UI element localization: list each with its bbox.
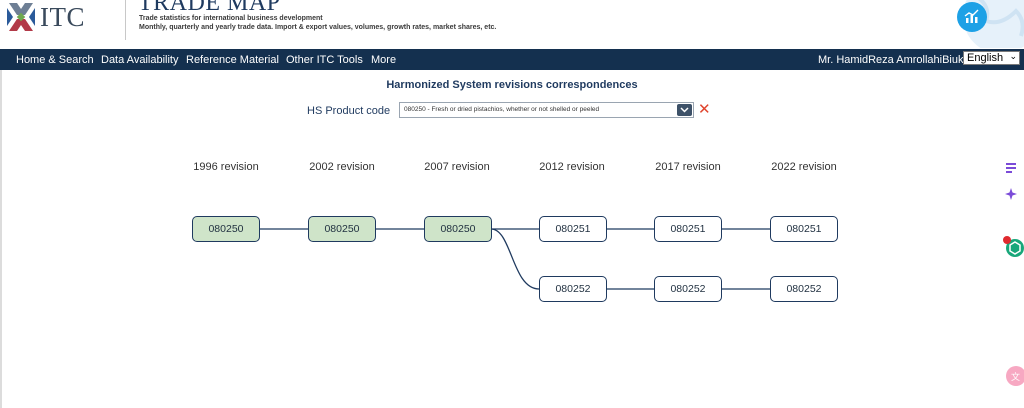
revision-2017-label: 2017 revision bbox=[655, 161, 721, 173]
hs-product-label: HS Product code bbox=[307, 105, 391, 117]
revision-2007-label: 2007 revision bbox=[424, 161, 490, 173]
revision-2022-label: 2022 revision bbox=[771, 161, 837, 173]
chevron-down-icon: ⌄ bbox=[1009, 51, 1017, 61]
nav-more[interactable]: More bbox=[371, 54, 397, 66]
language-select[interactable]: English ⌄ bbox=[963, 51, 1020, 65]
hexagon-icon[interactable] bbox=[1002, 236, 1024, 258]
dropdown-button[interactable] bbox=[677, 104, 692, 116]
code-node-2022-a[interactable]: 080251 bbox=[770, 216, 838, 242]
nav-other-itc-tools[interactable]: Other ITC Tools bbox=[286, 54, 363, 66]
code-node-2012-b[interactable]: 080252 bbox=[539, 276, 607, 302]
hs-product-value: 080250 - Fresh or dried pistachios, whet… bbox=[404, 106, 600, 113]
code-node-2012-a[interactable]: 080251 bbox=[539, 216, 607, 242]
app-title[interactable]: TRADE MAP bbox=[138, 0, 281, 16]
code-node-2017-b[interactable]: 080252 bbox=[654, 276, 722, 302]
revision-2002-label: 2002 revision bbox=[309, 161, 375, 173]
nav-data-availability[interactable]: Data Availability bbox=[101, 54, 179, 66]
svg-text:文: 文 bbox=[1011, 371, 1020, 383]
code-node-1996[interactable]: 080250 bbox=[192, 216, 260, 242]
itc-logo-icon[interactable] bbox=[4, 0, 38, 34]
revision-2012-label: 2012 revision bbox=[539, 161, 605, 173]
close-icon[interactable]: ✕ bbox=[698, 101, 711, 118]
list-icon[interactable] bbox=[1003, 160, 1019, 176]
header: ITC TRADE MAP Trade statistics for inter… bbox=[0, 0, 1024, 48]
chart-icon[interactable] bbox=[957, 2, 987, 32]
app-subtitle-2: Monthly, quarterly and yearly trade data… bbox=[139, 24, 497, 31]
hs-product-select[interactable]: 080250 - Fresh or dried pistachios, whet… bbox=[399, 102, 694, 118]
revision-1996-label: 1996 revision bbox=[193, 161, 259, 173]
chevron-down-icon bbox=[680, 107, 689, 113]
nav-home-search[interactable]: Home & Search bbox=[16, 54, 94, 66]
header-divider bbox=[125, 0, 126, 40]
main-navbar: Home & Search Data Availability Referenc… bbox=[0, 49, 1024, 70]
sparkle-icon[interactable] bbox=[1003, 186, 1019, 202]
translate-icon[interactable]: 文 bbox=[1004, 366, 1024, 386]
user-name: Mr. HamidReza AmrollahiBiuki bbox=[818, 54, 966, 66]
itc-wordmark[interactable]: ITC bbox=[40, 2, 85, 32]
language-value: English bbox=[967, 52, 1004, 64]
code-node-2022-b[interactable]: 080252 bbox=[770, 276, 838, 302]
code-node-2007[interactable]: 080250 bbox=[424, 216, 492, 242]
app-subtitle-1: Trade statistics for international busin… bbox=[139, 15, 323, 22]
nav-reference-material[interactable]: Reference Material bbox=[186, 54, 279, 66]
page-title: Harmonized System revisions corresponden… bbox=[386, 79, 638, 91]
code-node-2002[interactable]: 080250 bbox=[308, 216, 376, 242]
code-node-2017-a[interactable]: 080251 bbox=[654, 216, 722, 242]
left-scroll-edge bbox=[0, 70, 2, 408]
